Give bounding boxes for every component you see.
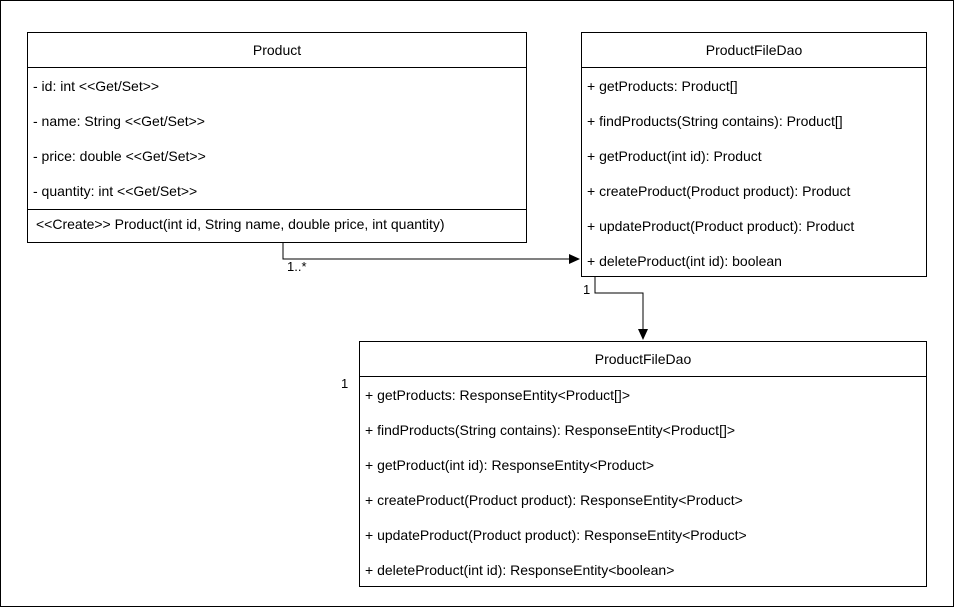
controller-method-delete-product: + deleteProduct(int id): ResponseEntity<… [365, 562, 675, 578]
controller-method-get-products: + getProducts: ResponseEntity<Product[]> [365, 387, 630, 403]
controller-method-find-products: + findProducts(String contains): Respons… [365, 422, 736, 438]
class-product-controller[interactable]: ProductFileDao + getProducts: ResponseEn… [359, 341, 927, 587]
attribute-price: - price: double <<Get/Set>> [33, 148, 206, 164]
controller-method-create-product: + createProduct(Product product): Respon… [365, 492, 743, 508]
dao-method-create-product: + createProduct(Product product): Produc… [587, 183, 851, 199]
controller-method-get-product: + getProduct(int id): ResponseEntity<Pro… [365, 457, 655, 473]
multiplicity-dao-controller-source: 1 [583, 282, 591, 297]
association-dao-controller [594, 276, 644, 329]
dao-method-get-products: + getProducts: Product[] [587, 78, 738, 94]
multiplicity-product-dao: 1..* [287, 259, 307, 274]
class-dao-title: ProductFileDao [582, 33, 926, 68]
class-product-file-dao[interactable]: ProductFileDao + getProducts: Product[] … [581, 32, 927, 277]
controller-method-update-product: + updateProduct(Product product): Respon… [365, 527, 747, 543]
class-controller-title: ProductFileDao [360, 342, 926, 377]
attribute-quantity: - quantity: int <<Get/Set>> [33, 183, 198, 199]
multiplicity-controller-side: 1 [341, 376, 349, 391]
attribute-name: - name: String <<Get/Set>> [33, 113, 205, 129]
dao-method-delete-product: + deleteProduct(int id): boolean [587, 253, 782, 269]
association-arrowhead-dao [569, 254, 580, 264]
association-product-dao [282, 243, 569, 260]
class-product-divider [28, 209, 526, 210]
dao-method-update-product: + updateProduct(Product product): Produc… [587, 218, 855, 234]
dao-method-find-products: + findProducts(String contains): Product… [587, 113, 843, 129]
class-product-title: Product [28, 33, 526, 68]
operation-constructor: <<Create>> Product(int id, String name, … [36, 216, 445, 232]
attribute-id: - id: int <<Get/Set>> [33, 78, 160, 94]
class-product[interactable]: Product - id: int <<Get/Set>> - name: St… [27, 32, 527, 243]
dao-method-get-product: + getProduct(int id): Product [587, 148, 762, 164]
association-arrowhead-controller [638, 329, 648, 340]
